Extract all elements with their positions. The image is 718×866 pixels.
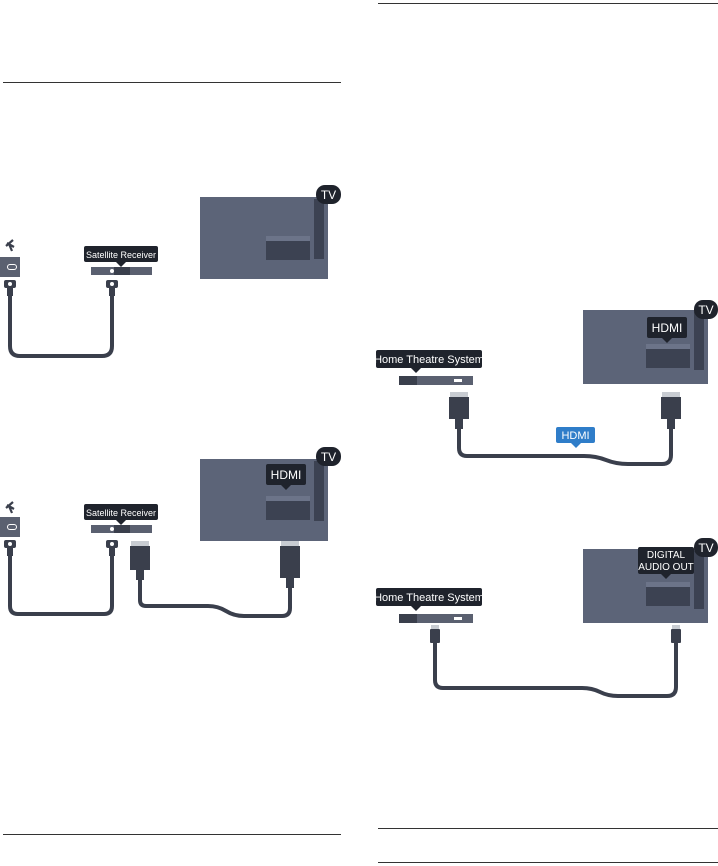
home-theatre-system-1: Home Theatre System [374, 350, 484, 385]
optical-plug-tv [671, 625, 681, 649]
diagram-satellite-antenna: TV Satellite Receiver [0, 185, 341, 358]
hts-body [399, 614, 473, 623]
satellite-receiver-1: Satellite Receiver [84, 246, 158, 296]
hdmi-port-label-box [266, 464, 306, 485]
receiver-label: Satellite Receiver [86, 508, 156, 518]
diagram-home-theatre-optical: TV DIGITAL AUDIO OUT Home Theatre System [374, 538, 718, 698]
satellite-receiver-2: Satellite Receiver [84, 504, 158, 556]
tv-badge [316, 447, 341, 466]
hdmi-port-label-box [647, 317, 687, 338]
receiver-label-box [84, 246, 158, 262]
optical-plug-hts [430, 625, 440, 649]
hdmi-cable-label: HDMI [561, 430, 589, 442]
tv-badge-label: TV [698, 541, 713, 555]
hdmi-plug-tv [661, 392, 681, 429]
satellite-dish-socket [0, 239, 20, 296]
receiver-label-box [84, 504, 158, 520]
digital-audio-out-label-box [638, 547, 694, 574]
digital-audio-out-label-line1: DIGITAL [647, 550, 686, 561]
tv-4: TV DIGITAL AUDIO OUT [583, 538, 718, 623]
tv-badge-label: TV [321, 188, 336, 202]
top-left-rule [3, 82, 341, 83]
tv-2: TV HDMI [200, 447, 341, 541]
tv-side-panel [314, 199, 324, 259]
hdmi-port-label: HDMI [271, 468, 302, 482]
tv-1: TV [200, 185, 341, 279]
hdmi-cable [457, 429, 673, 466]
hdmi-plug-tv [280, 541, 300, 588]
tv-3: TV HDMI [583, 300, 718, 384]
hdmi-cable-label-box [556, 427, 595, 443]
hts-label: Home Theatre System [374, 354, 484, 366]
digital-audio-out-label-line2: AUDIO OUT [638, 562, 694, 573]
tv-badge [694, 300, 718, 319]
bottom-right-rule-2 [378, 862, 718, 863]
bottom-right-rule-1 [378, 828, 718, 829]
satellite-dish-icon [5, 239, 15, 252]
tv-side-panel [694, 551, 704, 609]
optical-cable [433, 649, 678, 698]
hdmi-port-label: HDMI [652, 321, 683, 335]
tv-side-panel [694, 312, 704, 370]
hts-label-box [376, 350, 482, 368]
tv-side-panel [314, 461, 324, 521]
top-right-rule [378, 3, 718, 4]
tv-badge [694, 538, 718, 557]
diagram-home-theatre-hdmi: TV HDMI Home Theatre System HDMI [374, 300, 718, 466]
diagram-receiver-hdmi: TV HDMI Satellite Receiver [0, 447, 341, 618]
satellite-dish-icon [5, 501, 15, 514]
tv-badge-label: TV [321, 450, 336, 464]
hts-label-box [376, 588, 482, 606]
hts-label: Home Theatre System [374, 592, 484, 604]
bottom-left-rule [3, 834, 341, 835]
tv-badge [316, 185, 341, 204]
coax-cable [8, 296, 114, 358]
hdmi-plug-hts [449, 392, 469, 429]
home-theatre-system-2: Home Theatre System [374, 588, 484, 623]
coax-cable [8, 556, 114, 616]
hts-body [399, 376, 473, 385]
hdmi-cable [138, 580, 292, 618]
satellite-dish-socket [0, 501, 20, 556]
receiver-label: Satellite Receiver [86, 250, 156, 260]
tv-badge-label: TV [698, 303, 713, 317]
hdmi-plug-receiver [130, 541, 150, 580]
